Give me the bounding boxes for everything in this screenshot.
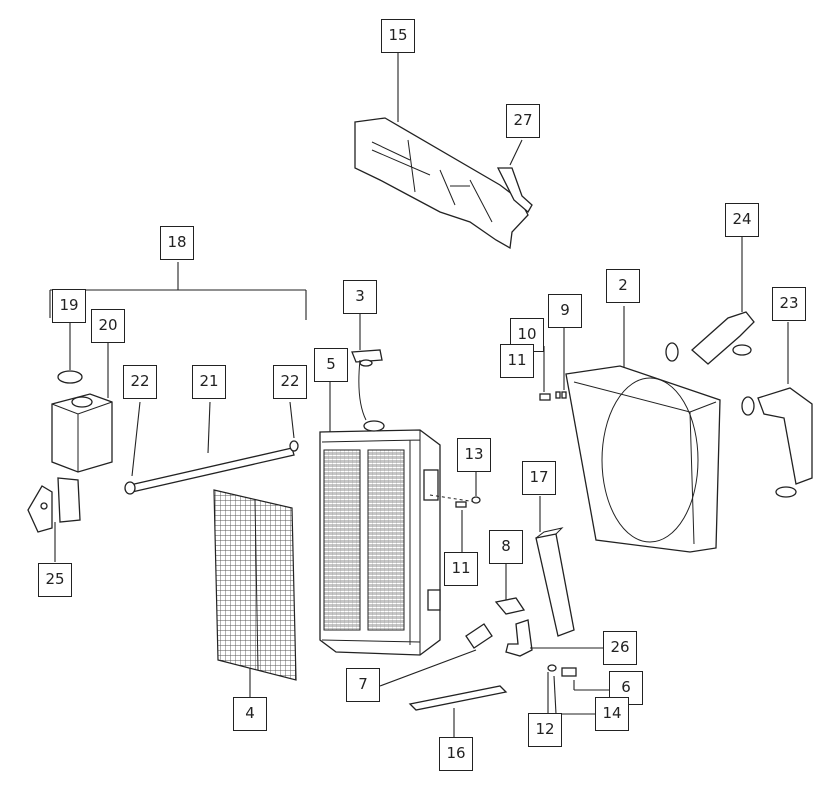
- part-15-baffle-plate: [354, 53, 529, 250]
- part-27-strip: [496, 139, 533, 214]
- callout-13: 13: [457, 438, 491, 472]
- part-17-seal-strip: [535, 496, 575, 637]
- part-24-upper-hose: [665, 236, 755, 365]
- callout-22-left: 22: [123, 365, 157, 399]
- part-21-overflow-hose: [124, 401, 299, 495]
- callout-20: 20: [91, 309, 125, 343]
- callout-9: 9: [548, 294, 582, 328]
- part-4-mesh-screen: [213, 489, 297, 698]
- callout-26: 26: [603, 631, 637, 665]
- callout-25: 25: [38, 563, 72, 597]
- callout-21: 21: [192, 365, 226, 399]
- part-13-11-bolts: [429, 468, 481, 553]
- callout-16: 16: [439, 737, 473, 771]
- callout-8: 8: [489, 530, 523, 564]
- callout-7: 7: [346, 668, 380, 702]
- callout-23: 23: [772, 287, 806, 321]
- callout-17: 17: [522, 461, 556, 495]
- part-16-lower-strip: [408, 685, 508, 738]
- callout-14: 14: [595, 697, 629, 731]
- part-2-fan-shroud: [565, 306, 721, 553]
- callout-2: 2: [606, 269, 640, 303]
- callout-5: 5: [314, 348, 348, 382]
- part-3-cap-wire: [351, 306, 383, 421]
- part-7-fitting: [379, 623, 493, 687]
- callout-12: 12: [528, 713, 562, 747]
- part-20-expansion-tank: [51, 342, 113, 473]
- callout-3: 3: [343, 280, 377, 314]
- callout-11-lower: 11: [444, 552, 478, 586]
- part-9-10-11-hardware: [539, 318, 567, 401]
- part-5-radiator: [319, 376, 441, 656]
- part-19-tank-cap: [57, 322, 83, 384]
- part-25-mounting-bracket: [27, 477, 81, 562]
- part-26-tap-assembly: [505, 619, 610, 716]
- callout-19: 19: [52, 289, 86, 323]
- callout-4: 4: [233, 697, 267, 731]
- callout-22-right: 22: [273, 365, 307, 399]
- part-18-hose-leader: [49, 262, 307, 320]
- callout-24: 24: [725, 203, 759, 237]
- part-23-lower-hose: [741, 322, 813, 498]
- callout-11-upper: 11: [500, 344, 534, 378]
- callout-18: 18: [160, 226, 194, 260]
- part-8-drain-valve: [494, 560, 526, 615]
- callout-27: 27: [506, 104, 540, 138]
- callout-15: 15: [381, 19, 415, 53]
